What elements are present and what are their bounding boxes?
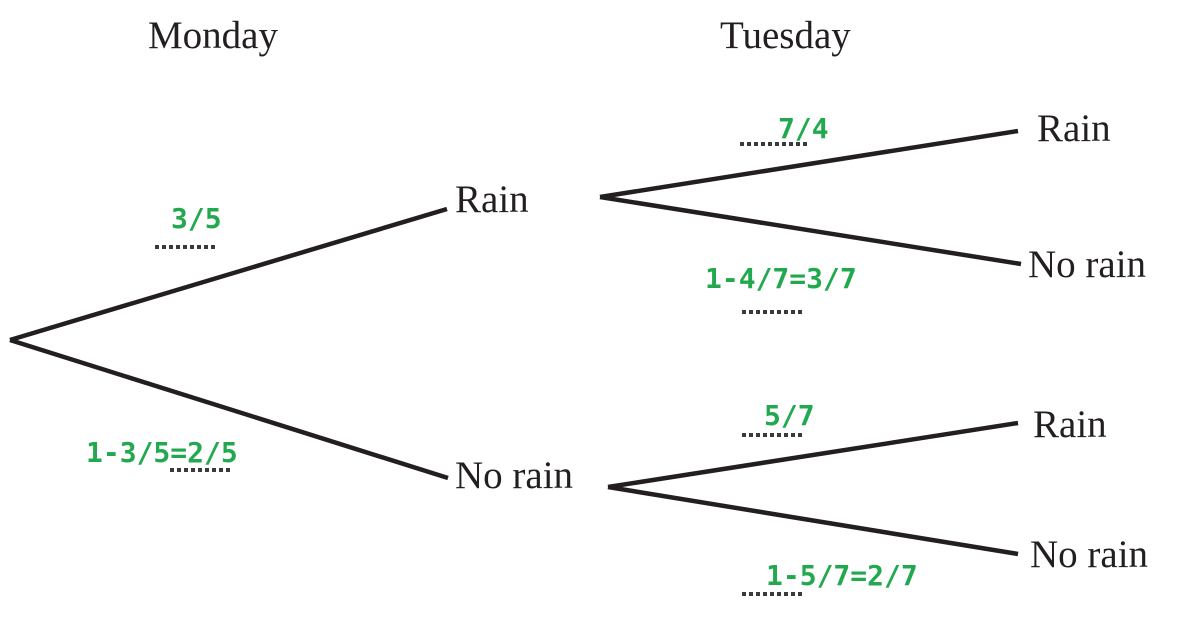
branch-rain-to-no-rain <box>599 194 1022 267</box>
branch-rain-to-rain <box>599 128 1019 200</box>
node-tuesday-rain-no-rain: No rain <box>1028 243 1147 286</box>
node-tuesday-no-rain-no-rain: No rain <box>1030 533 1149 576</box>
answer-blank-monday-no-rain <box>170 468 232 472</box>
answer-blank-tuesday-rain-rain <box>740 142 807 146</box>
node-monday-rain: Rain <box>455 178 529 221</box>
node-monday-no-rain: No rain <box>455 454 574 497</box>
answer-blank-tuesday-rain-no-rain <box>742 310 805 314</box>
node-tuesday-rain-rain: Rain <box>1037 107 1111 150</box>
column-header-tuesday: Tuesday <box>720 14 851 57</box>
probability-tuesday-rain-no-rain: 1-4/7=3/7 <box>705 262 857 295</box>
answer-blank-tuesday-no-rain-rain <box>742 433 803 437</box>
column-header-monday: Monday <box>148 14 278 57</box>
answer-blank-tuesday-no-rain-no-rain <box>742 592 805 596</box>
probability-tuesday-no-rain-no-rain: 1-5/7=2/7 <box>766 559 918 592</box>
probability-monday-rain: 3/5 <box>171 202 222 235</box>
probability-tuesday-no-rain-rain: 5/7 <box>764 399 815 432</box>
branch-root-to-no-rain <box>9 337 449 481</box>
node-tuesday-no-rain-rain: Rain <box>1033 403 1107 446</box>
branch-no-rain-to-no-rain <box>607 484 1019 557</box>
branch-no-rain-to-rain <box>607 420 1019 490</box>
probability-tuesday-rain-rain: 7/4 <box>778 112 829 145</box>
answer-blank-monday-rain <box>155 245 218 249</box>
branch-root-to-rain <box>9 206 448 343</box>
probability-monday-no-rain: 1-3/5=2/5 <box>86 436 238 469</box>
